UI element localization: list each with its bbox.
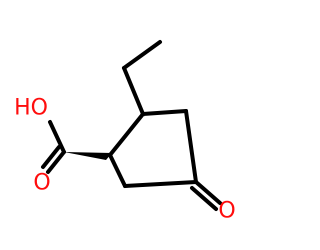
carboxyl-wedge-bond — [64, 152, 112, 160]
hydroxyl-label: HO — [14, 96, 48, 121]
ring-bond-c1-c2 — [108, 112, 145, 157]
ring-bond-c4-c5 — [123, 180, 198, 188]
ring-bond-c2-c3 — [141, 109, 188, 116]
acid-co-bond-2 — [41, 145, 61, 169]
ketone-bond-1 — [194, 180, 222, 205]
acid-co-bond-1 — [46, 150, 66, 174]
acid-oh-bond — [48, 120, 66, 154]
ethyl-ch3-bond — [122, 40, 162, 70]
ring-bond-c5-c1 — [108, 153, 127, 188]
acid-oxygen-label: O — [33, 171, 50, 196]
ethyl-wedge-bond — [124, 68, 145, 117]
ring-bond-c3-c4 — [184, 109, 198, 184]
molecule-structure: HO O O — [14, 40, 236, 224]
ketone-oxygen-label: O — [218, 199, 235, 224]
ketone-bond-2 — [190, 186, 218, 211]
